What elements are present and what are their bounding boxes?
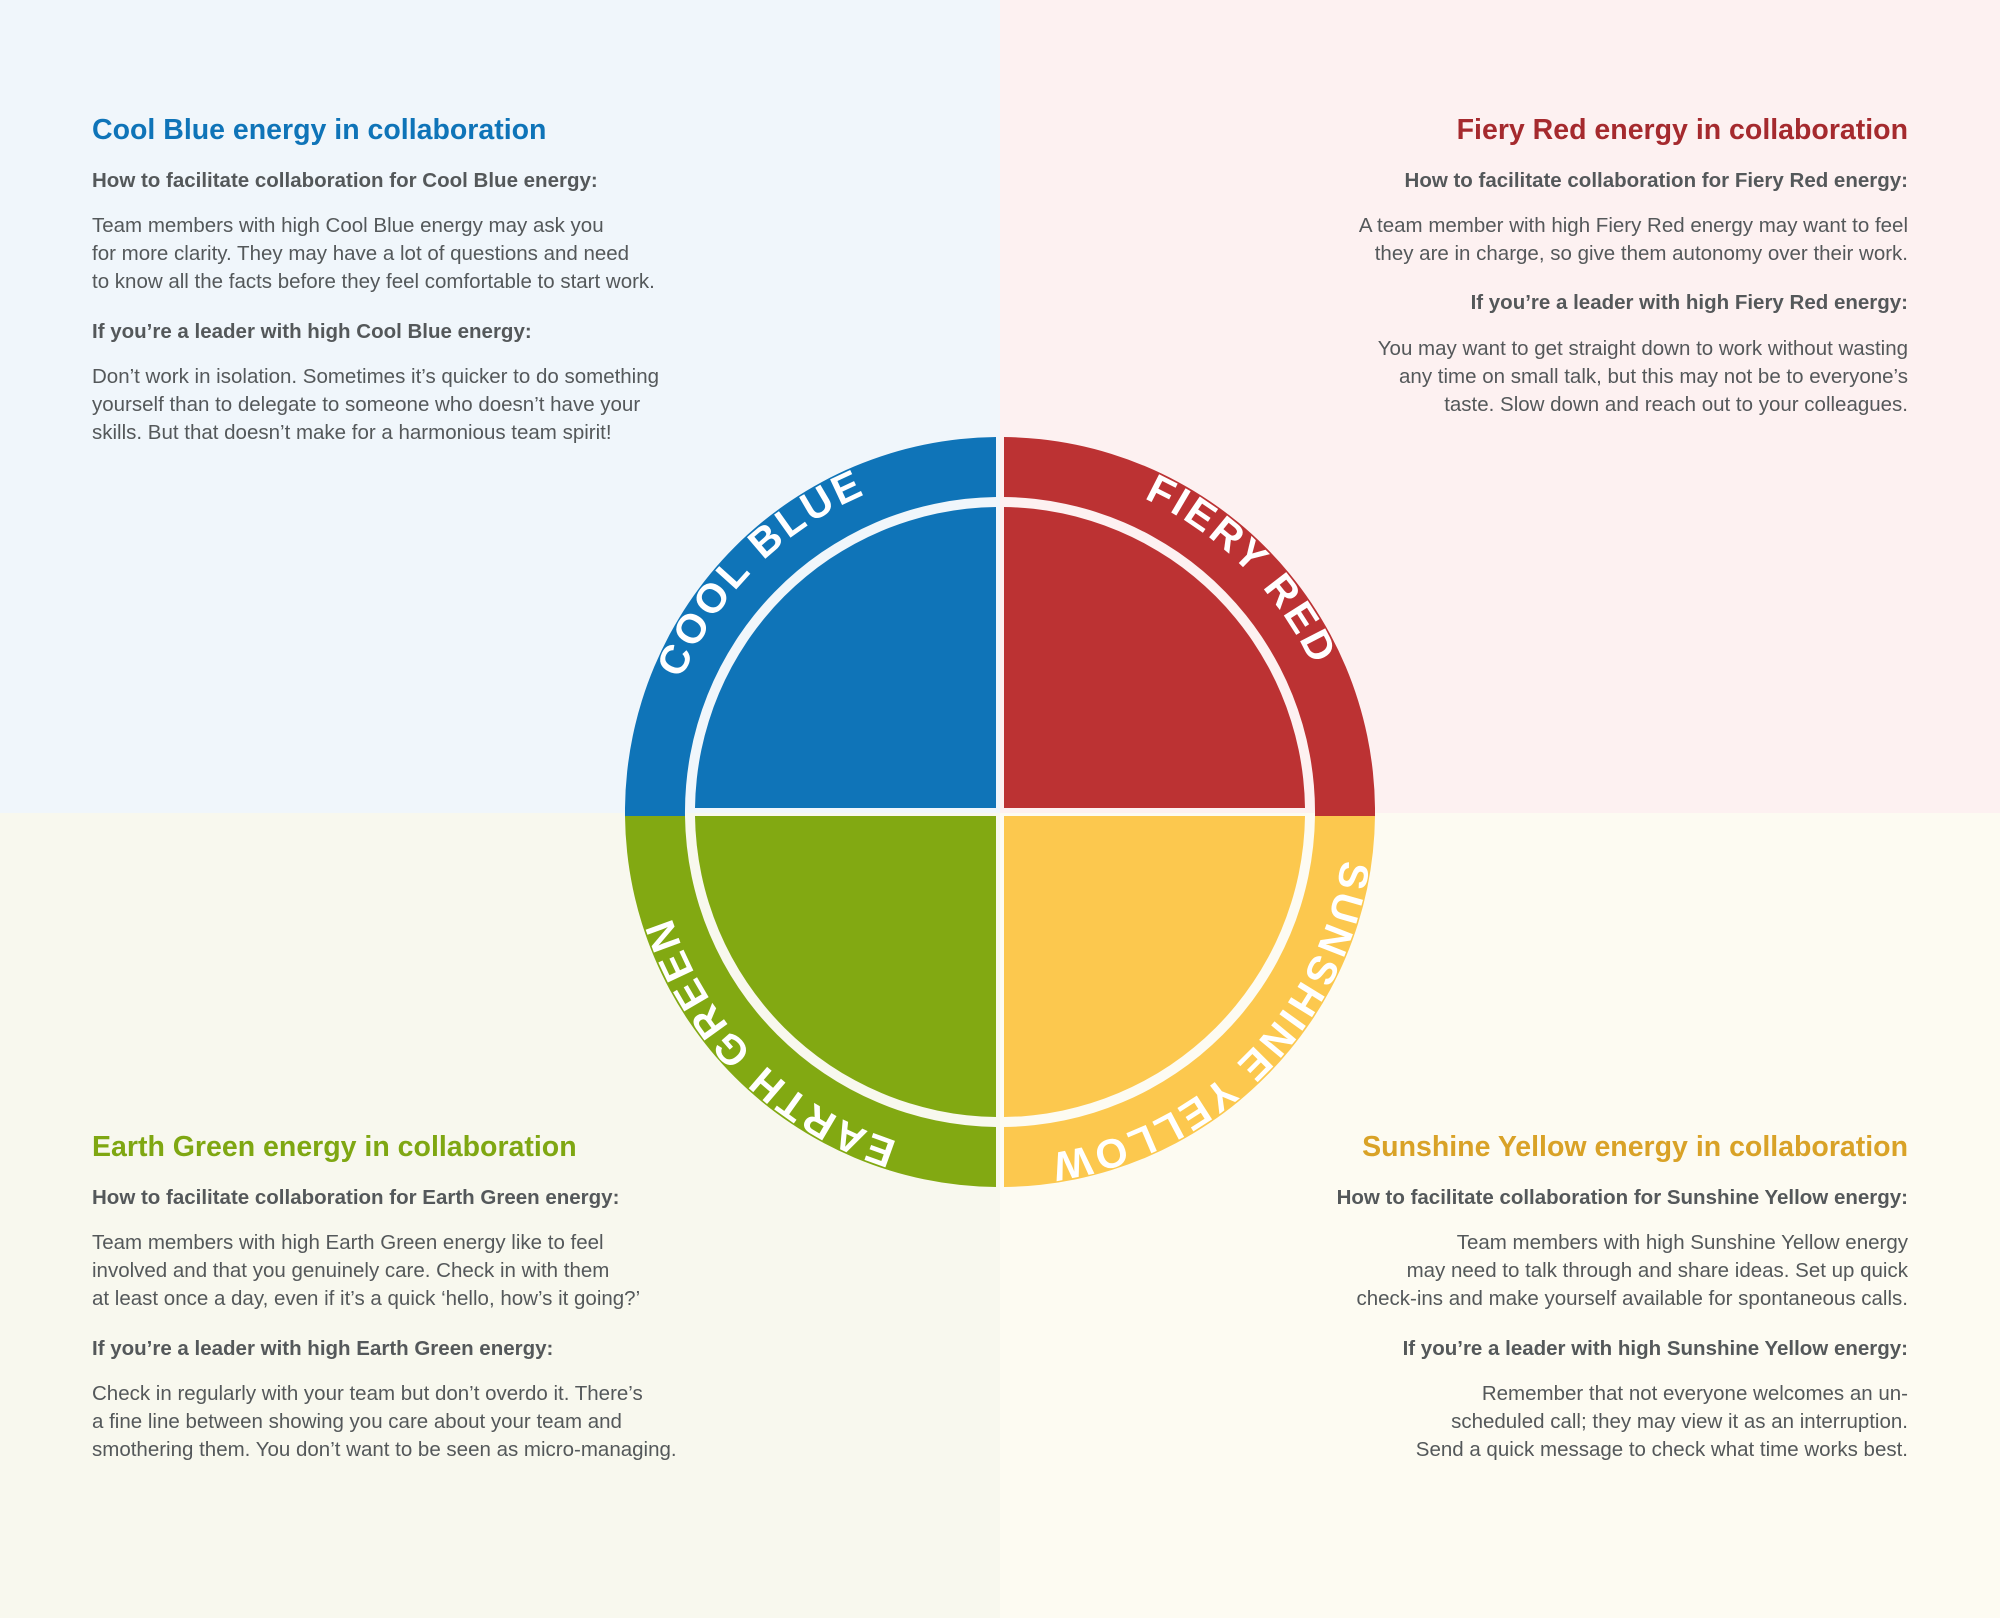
panel-cool-blue-body-1: Team members with high Cool Blue energy … <box>92 214 655 294</box>
panel-cool-blue-body-2: Don’t work in isolation. Sometimes it’s … <box>92 365 660 445</box>
panel-sunshine-yellow-heading: Sunshine Yellow energy in collaboration <box>1362 1131 1908 1163</box>
wheel-disc-sunshine-yellow <box>1004 816 1305 1117</box>
panel-sunshine-yellow-body-1: Team members with high Sunshine Yellow e… <box>1356 1231 1908 1311</box>
panel-cool-blue: Cool Blue energy in collaboration How to… <box>92 113 772 447</box>
panel-fiery-red-body-2: You may want to get straight down to wor… <box>1377 337 1908 417</box>
wheel-disc-cool-blue <box>695 507 996 812</box>
panel-sunshine-yellow: Sunshine Yellow energy in collaboration … <box>1248 1130 1908 1464</box>
wheel-ring-fiery-red <box>1004 437 1375 816</box>
panel-cool-blue-heading: Cool Blue energy in collaboration <box>92 114 547 146</box>
panel-cool-blue-subheading-1: How to facilitate collaboration for Cool… <box>92 168 598 192</box>
panel-fiery-red-heading: Fiery Red energy in collaboration <box>1456 114 1908 146</box>
wheel-ring-cool-blue <box>625 437 996 816</box>
panel-earth-green-subheading-1: How to facilitate collaboration for Eart… <box>92 1185 620 1209</box>
panel-cool-blue-subheading-2: If you’re a leader with high Cool Blue e… <box>92 319 532 343</box>
panel-sunshine-yellow-body-2: Remember that not everyone welcomes an u… <box>1415 1382 1908 1462</box>
wheel-disc-earth-green <box>695 816 996 1117</box>
panel-fiery-red-body-1: A team member with high Fiery Red energy… <box>1358 214 1908 266</box>
wheel-ring-earth-green <box>625 816 996 1187</box>
wheel-disc-fiery-red <box>1004 507 1305 812</box>
panel-sunshine-yellow-subheading-2: If you’re a leader with high Sunshine Ye… <box>1402 1336 1908 1360</box>
panel-fiery-red-subheading-1: How to facilitate collaboration for Fier… <box>1404 168 1908 192</box>
panel-sunshine-yellow-subheading-1: How to facilitate collaboration for Suns… <box>1336 1185 1908 1209</box>
panel-fiery-red: Fiery Red energy in collaboration How to… <box>1248 113 1908 419</box>
panel-earth-green-body-1: Team members with high Earth Green energ… <box>92 1231 641 1311</box>
panel-earth-green: Earth Green energy in collaboration How … <box>92 1130 792 1464</box>
panel-earth-green-heading: Earth Green energy in collaboration <box>92 1131 577 1163</box>
panel-earth-green-body-2: Check in regularly with your team but do… <box>92 1382 677 1462</box>
wheel-ring-sunshine-yellow <box>1004 816 1375 1187</box>
insights-colour-wheel: COOL BLUE FIERY RED SUNSHINE YELLOW EART… <box>625 437 1375 1187</box>
panel-earth-green-subheading-2: If you’re a leader with high Earth Green… <box>92 1336 554 1360</box>
panel-fiery-red-subheading-2: If you’re a leader with high Fiery Red e… <box>1470 291 1908 315</box>
